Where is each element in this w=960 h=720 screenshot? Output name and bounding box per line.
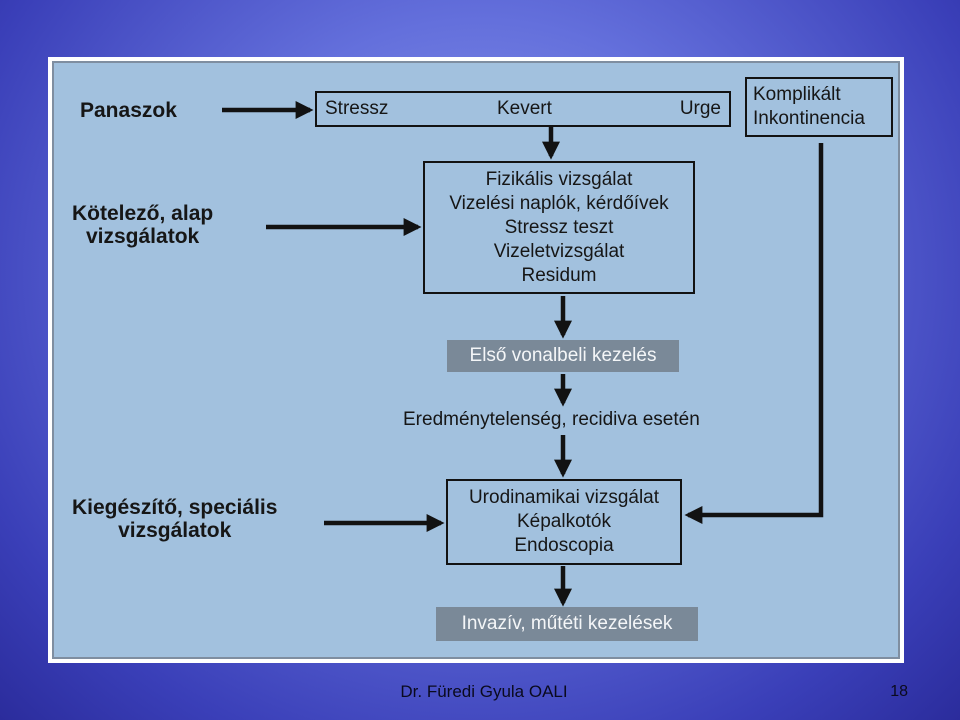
label-kotelezo-line1: Kötelező, alap [72, 202, 214, 225]
complaints-box: Stressz Kevert Urge [315, 91, 731, 127]
basic-exam-item: Fizikális vizsgálat [485, 168, 633, 190]
flowchart-panel: Panaszok Kötelező, alap vizsgálatok Kieg… [52, 61, 900, 659]
special-exams-box: Urodinamikai vizsgálat Képalkotók Endosc… [446, 479, 682, 565]
complaint-urge: Urge [679, 98, 721, 119]
basic-exam-item: Stressz teszt [504, 216, 614, 238]
complicated-line2: Inkontinencia [753, 108, 865, 129]
failure-recidiva-text: Eredménytelenség, recidiva esetén [403, 409, 700, 430]
label-kotelezo-line2: vizsgálatok [85, 225, 200, 248]
complaint-stressz: Stressz [325, 98, 389, 119]
invasive-treatment-banner: Invazív, műtéti kezelések [436, 607, 698, 641]
first-line-treatment-banner: Első vonalbeli kezelés [447, 340, 679, 372]
label-kiegeszito-line1: Kiegészítő, speciális [72, 496, 278, 519]
basic-exam-item: Vizelési naplók, kérdőívek [449, 192, 669, 214]
special-exam-item: Urodinamikai vizsgálat [468, 487, 660, 508]
basic-exams-box: Fizikális vizsgálat Vizelési naplók, kér… [423, 161, 695, 294]
complaint-kevert: Kevert [497, 98, 552, 119]
special-exam-item: Endoscopia [514, 535, 614, 556]
special-exam-item: Képalkotók [516, 511, 611, 532]
basic-exam-item: Vizeletvizsgálat [493, 240, 625, 262]
complicated-line1: Komplikált [753, 84, 841, 105]
label-panaszok: Panaszok [80, 99, 177, 122]
arrow-complicated-to-special-exams [684, 143, 824, 524]
slide-frame: Panaszok Kötelező, alap vizsgálatok Kieg… [48, 57, 904, 663]
basic-exam-item: Residum [521, 264, 597, 286]
label-kiegeszito-specialis-vizsgalatok: Kiegészítő, speciális vizsgálatok [72, 496, 277, 542]
footer-author: Dr. Füredi Gyula OALI [400, 682, 568, 701]
flowchart-arrows [222, 101, 824, 607]
complicated-incontinence-box: Komplikált Inkontinencia [745, 77, 893, 137]
label-kiegeszito-line2: vizsgálatok [118, 519, 232, 542]
page-number: 18 [890, 683, 908, 700]
label-kotelezo-alap-vizsgalatok: Kötelező, alap vizsgálatok [72, 202, 213, 248]
